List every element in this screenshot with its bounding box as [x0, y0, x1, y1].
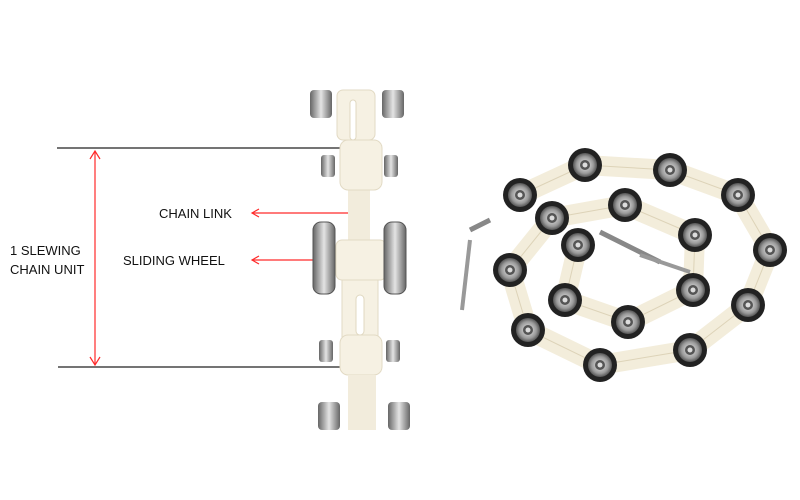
- roller-wheel: [731, 288, 765, 322]
- sliding-wheel-label: SLIDING WHEEL: [123, 253, 225, 268]
- coiled-chain-photo: [460, 148, 787, 382]
- roller-wheel: [493, 253, 527, 287]
- roller-wheel: [676, 273, 710, 307]
- chain-link-label: CHAIN LINK: [159, 206, 232, 221]
- roller-wheel: [503, 178, 537, 212]
- roller-wheel: [535, 201, 569, 235]
- chain-link-arrow: [250, 208, 359, 218]
- roller-wheel: [678, 218, 712, 252]
- roller-wheel: [673, 333, 707, 367]
- chain-side-view: [310, 89, 410, 430]
- roller-wheel: [753, 233, 787, 267]
- roller-wheel: [583, 348, 617, 382]
- roller-wheel: [608, 188, 642, 222]
- roller-wheel: [653, 153, 687, 187]
- dimension-arrow: [89, 149, 101, 367]
- roller-wheel: [568, 148, 602, 182]
- roller-wheel: [611, 305, 645, 339]
- unit-label-line2: CHAIN UNIT: [10, 262, 85, 277]
- roller-wheel: [721, 178, 755, 212]
- roller-wheel: [561, 228, 595, 262]
- roller-wheel: [511, 313, 545, 347]
- roller-wheel: [548, 283, 582, 317]
- unit-label-line1: 1 SLEWING: [10, 243, 81, 258]
